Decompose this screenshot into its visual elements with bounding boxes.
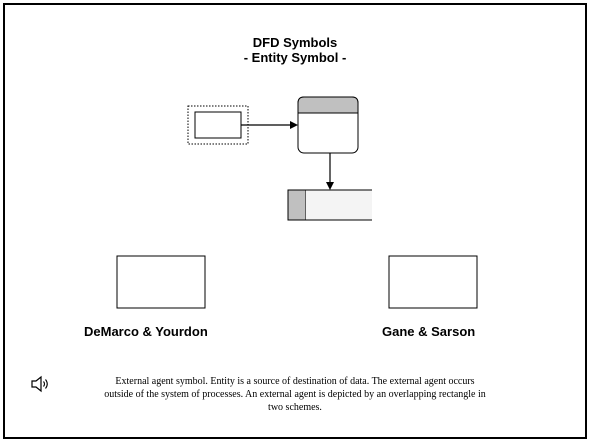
demarco-yourdon-label: DeMarco & Yourdon	[84, 324, 208, 339]
slide-title: DFD Symbols	[252, 35, 338, 50]
gane-sarson-label: Gane & Sarson	[382, 324, 476, 339]
caption-text: External agent symbol. Entity is a sourc…	[104, 376, 486, 413]
slide-subtitle: - Entity Symbol -	[243, 50, 347, 65]
demarco-yourdon-entity-symbol	[116, 255, 206, 309]
flow-arrowhead-2	[326, 182, 334, 190]
slide-frame: DFD Symbols - Entity Symbol -	[3, 3, 587, 439]
data-store-body	[306, 190, 372, 220]
entity-symbol	[194, 111, 242, 139]
gane-sarson-entity-symbol	[388, 255, 478, 309]
speaker-icon[interactable]	[30, 375, 50, 393]
data-store-id-tab	[287, 189, 307, 221]
process-header-band	[297, 96, 359, 114]
flow-arrowhead-1	[290, 121, 298, 129]
